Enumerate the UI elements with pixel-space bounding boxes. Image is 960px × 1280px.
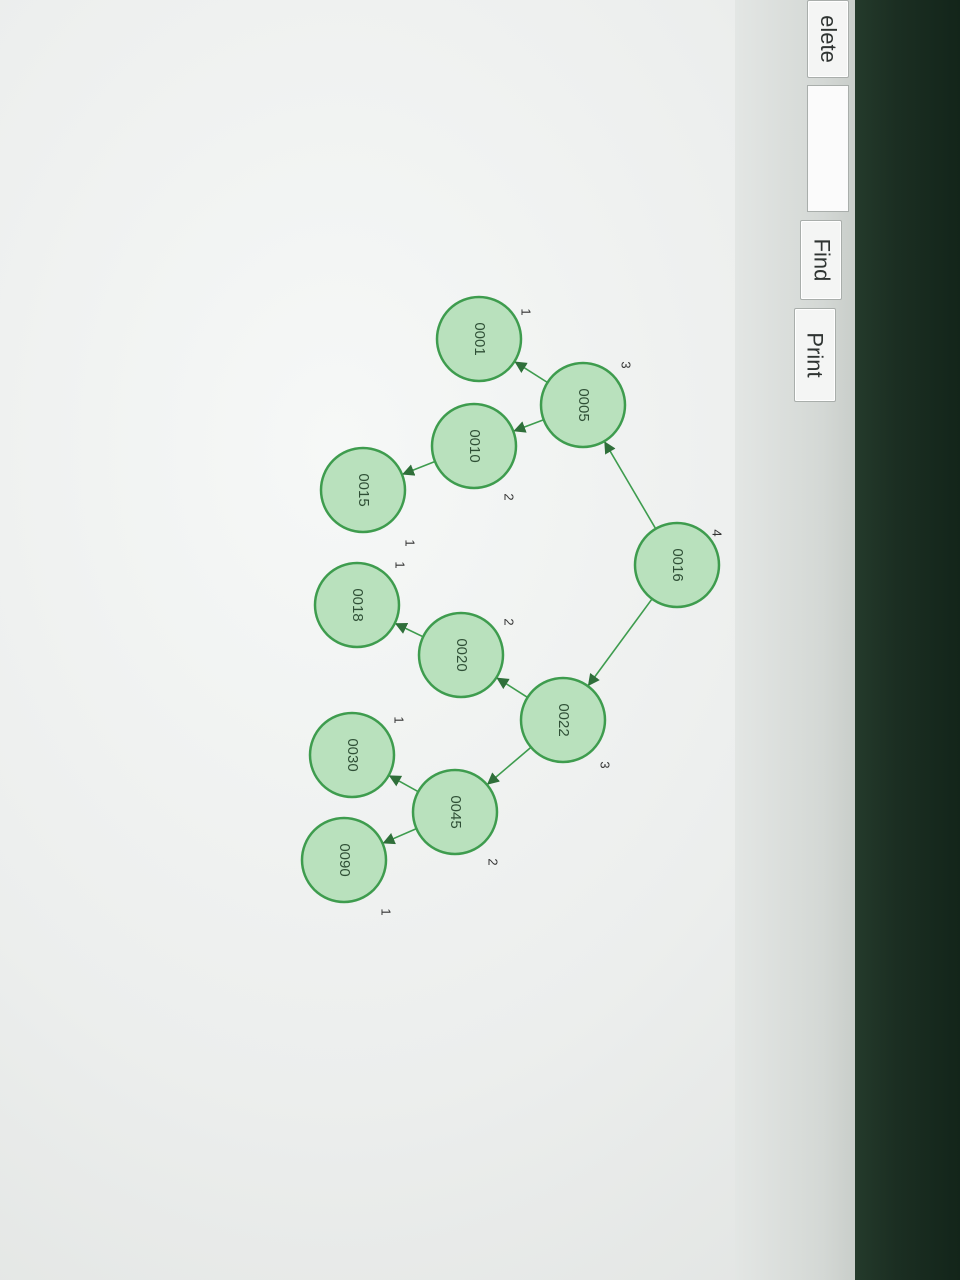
tree-edge <box>394 622 424 638</box>
toolbar-panel <box>735 0 860 1280</box>
tree-node[interactable]: 0010 2 <box>430 402 518 501</box>
tree-node-value: 0005 <box>575 388 592 421</box>
tree-node[interactable]: 0020 2 <box>417 611 517 699</box>
tree-node[interactable]: 0022 3 <box>519 676 613 769</box>
monitor-bezel <box>855 0 960 1280</box>
tree-node-height: 3 <box>619 361 634 368</box>
tree-node[interactable]: 0030 1 <box>308 711 407 799</box>
tree-edge <box>496 677 529 699</box>
tree-node-height: 2 <box>502 618 517 625</box>
tree-node-height: 1 <box>393 561 408 568</box>
tree-node-circle[interactable] <box>633 521 721 609</box>
print-button[interactable]: Print <box>794 308 836 402</box>
tree-node-height: 4 <box>710 529 725 536</box>
tree-node-height: 1 <box>403 539 418 546</box>
tree-node-value: 0016 <box>669 548 686 581</box>
tree-node-circle[interactable] <box>435 295 523 383</box>
tree-node-value: 0045 <box>447 795 464 828</box>
tree-edge <box>402 460 436 476</box>
tree-node-circle[interactable] <box>308 711 396 799</box>
tree-node-circle[interactable] <box>300 816 388 904</box>
tree-node[interactable]: 0045 2 <box>411 768 501 866</box>
tree-node[interactable]: 0005 3 <box>539 361 634 449</box>
tree-edge <box>388 775 419 793</box>
tree-node-circle[interactable] <box>411 768 499 856</box>
tree-node-value: 0010 <box>466 429 483 462</box>
delete-button[interactable]: elete <box>807 0 849 78</box>
tree-node-height: 1 <box>392 716 407 723</box>
tree-node-height: 2 <box>486 858 501 865</box>
tree-edge <box>514 361 548 384</box>
tree-node[interactable]: 0015 1 <box>319 446 418 547</box>
tree-node-value: 0001 <box>471 322 488 355</box>
tree-node[interactable]: 0001 1 <box>435 295 534 383</box>
tree-node[interactable]: 0018 1 <box>313 561 408 649</box>
tree-node-circle[interactable] <box>519 676 607 764</box>
tree-node-height: 2 <box>502 493 517 500</box>
tree-node-value: 0020 <box>453 638 470 671</box>
tree-edge <box>604 441 657 530</box>
tree-nodes: 0016 4 0005 3 0001 1 0010 2 0015 1 0022 3 0020 2 0018 1… <box>300 295 725 916</box>
tree-node-value: 0090 <box>336 843 353 876</box>
tree-node-value: 0018 <box>349 588 366 621</box>
tree-node-height: 3 <box>598 761 613 768</box>
tree-node-height: 1 <box>519 308 534 315</box>
tree-edge <box>486 746 532 785</box>
tree-node-value: 0030 <box>344 738 361 771</box>
tree-node-circle[interactable] <box>319 446 407 534</box>
tree-edge <box>382 827 417 845</box>
tree-edge <box>513 419 544 433</box>
tree-node[interactable]: 0016 4 <box>633 521 725 609</box>
tree-edge <box>587 598 653 687</box>
tree-node-value: 0022 <box>555 703 572 736</box>
tree-edges <box>382 361 657 845</box>
tree-node-value: 0015 <box>355 473 372 506</box>
find-button[interactable]: Find <box>800 220 842 300</box>
tree-node-circle[interactable] <box>430 402 518 490</box>
tree-node-circle[interactable] <box>313 561 401 649</box>
tree-node[interactable]: 0090 1 <box>300 816 394 916</box>
tree-node-height: 1 <box>379 908 394 915</box>
value-input[interactable] <box>807 85 849 212</box>
tree-node-circle[interactable] <box>417 611 505 699</box>
tree-node-circle[interactable] <box>539 361 627 449</box>
